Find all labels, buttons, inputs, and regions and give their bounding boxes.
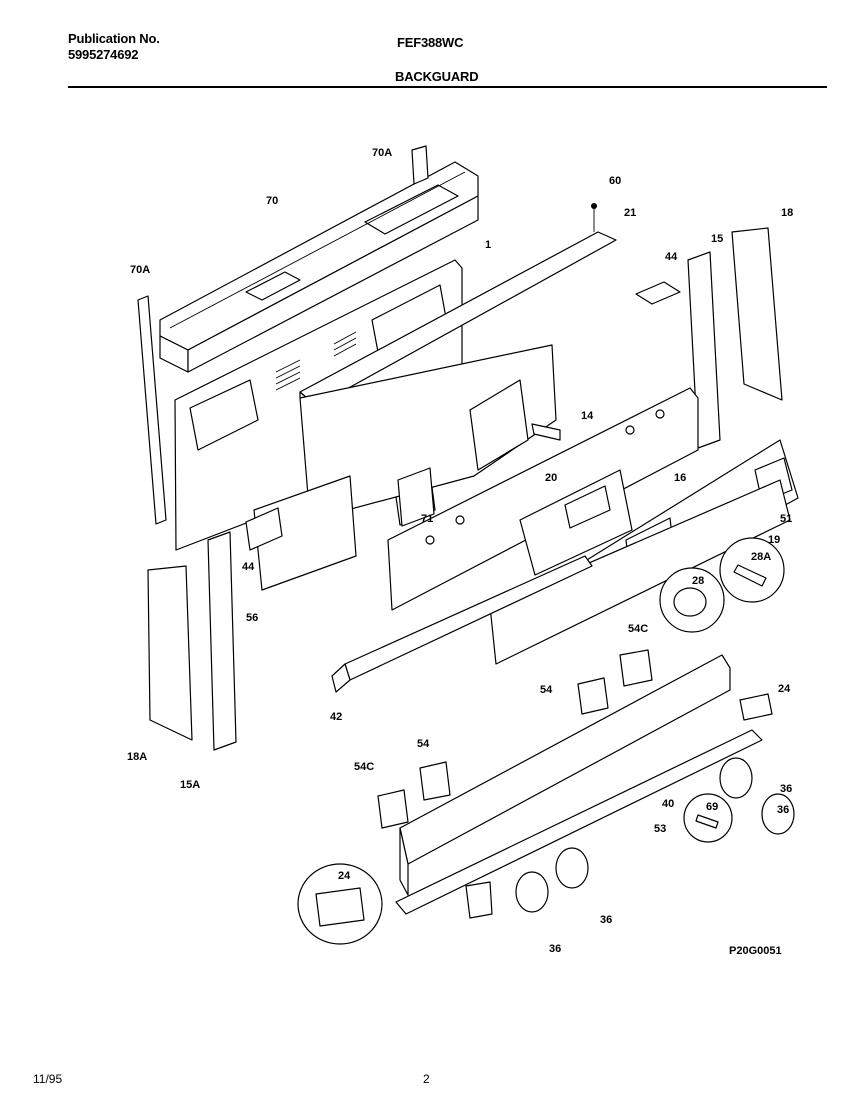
part-18a-end-cap bbox=[147, 565, 193, 741]
part-53-bottom-trim bbox=[395, 729, 763, 915]
part-20-clock-board bbox=[519, 469, 633, 576]
label-part-20: 20 bbox=[545, 472, 557, 484]
label-part-54c-mid: 54C bbox=[354, 761, 374, 773]
label-part-42: 42 bbox=[330, 711, 342, 723]
label-part-70a-top: 70A bbox=[372, 147, 392, 159]
label-part-36-r2: 36 bbox=[777, 804, 789, 816]
part-36-knob-r1 bbox=[761, 793, 795, 835]
part-71-bracket bbox=[397, 467, 435, 527]
part-14-clip bbox=[531, 423, 561, 441]
label-part-28: 28 bbox=[692, 575, 704, 587]
label-part-54-top: 54 bbox=[540, 684, 553, 696]
label-part-18: 18 bbox=[781, 207, 793, 219]
part-42-lower-trim bbox=[331, 555, 593, 693]
publication-number: 5995274692 bbox=[68, 47, 139, 62]
part-51-glass bbox=[489, 479, 791, 665]
part-36-knob-r2 bbox=[719, 757, 753, 799]
label-part-54-mid: 54 bbox=[417, 738, 430, 750]
label-part-54c-top: 54C bbox=[628, 623, 648, 635]
section-title: BACKGUARD bbox=[395, 69, 479, 84]
label-part-15: 15 bbox=[711, 233, 723, 245]
footer-date: 11/95 bbox=[33, 1072, 63, 1086]
label-part-21: 21 bbox=[624, 207, 636, 219]
rear-cover-panel bbox=[299, 344, 557, 521]
model-number: FEF388WC bbox=[397, 35, 464, 50]
part-28a-stem bbox=[719, 537, 785, 603]
drawing-code: P20G0051 bbox=[729, 945, 782, 957]
label-part-69: 69 bbox=[706, 801, 718, 813]
part-54c-switch-mid bbox=[377, 789, 409, 829]
label-part-24-right: 24 bbox=[778, 683, 791, 695]
label-part-18a: 18A bbox=[127, 751, 147, 763]
part-54c-switch-top bbox=[619, 649, 653, 687]
label-part-44-mid: 44 bbox=[242, 561, 255, 573]
page-number: 2 bbox=[423, 1072, 430, 1086]
header-rule bbox=[68, 86, 827, 88]
label-part-53: 53 bbox=[654, 823, 666, 835]
label-part-70: 70 bbox=[266, 195, 278, 207]
label-part-70a-left: 70A bbox=[130, 264, 150, 276]
part-56-insulation bbox=[253, 475, 357, 591]
part-44-clip-top bbox=[635, 281, 681, 305]
part-36-knob-b1 bbox=[555, 847, 589, 889]
part-70-rail bbox=[159, 161, 479, 373]
label-part-56: 56 bbox=[246, 612, 258, 624]
part-16-control-panel bbox=[387, 387, 699, 611]
part-24-switch-right bbox=[739, 693, 773, 721]
label-part-24-left: 24 bbox=[338, 870, 351, 882]
part-18-end-cap bbox=[731, 227, 783, 401]
label-part-36-b1: 36 bbox=[600, 914, 612, 926]
part-36-knob-b2 bbox=[515, 871, 549, 913]
part-44-clip-mid bbox=[245, 507, 283, 551]
part-40-switch-bracket bbox=[399, 654, 731, 896]
part-70a-side-bracket bbox=[137, 295, 167, 525]
label-part-1: 1 bbox=[485, 239, 491, 251]
label-part-40: 40 bbox=[662, 798, 674, 810]
part-54-switch-mid bbox=[419, 761, 451, 801]
part-24-switch-left bbox=[297, 863, 493, 945]
label-part-14: 14 bbox=[581, 410, 594, 422]
part-69-screw bbox=[683, 793, 733, 843]
label-part-36-b2: 36 bbox=[549, 943, 561, 955]
label-part-44-top: 44 bbox=[665, 251, 678, 263]
label-part-16: 16 bbox=[674, 472, 686, 484]
label-part-60: 60 bbox=[609, 175, 621, 187]
label-part-15a: 15A bbox=[180, 779, 200, 791]
label-part-19: 19 bbox=[768, 534, 780, 546]
label-part-51: 51 bbox=[780, 513, 792, 525]
part-15a-bracket bbox=[207, 531, 237, 751]
label-part-28a: 28A bbox=[751, 551, 771, 563]
part-54-switch-top bbox=[577, 677, 609, 715]
label-part-36-r1: 36 bbox=[780, 783, 792, 795]
part-70a-top-bracket bbox=[411, 145, 429, 185]
publication-label: Publication No. bbox=[68, 31, 160, 46]
label-part-71: 71 bbox=[421, 513, 433, 525]
part-28-knob bbox=[659, 567, 725, 633]
